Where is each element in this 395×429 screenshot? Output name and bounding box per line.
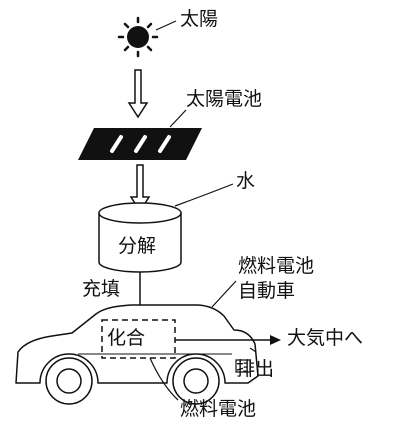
water-leader-line bbox=[174, 183, 234, 207]
solar-cell-leader-line bbox=[169, 109, 187, 128]
combination-label: 化合 bbox=[107, 327, 146, 349]
sun-label: 太陽 bbox=[180, 8, 219, 30]
sun-to-cell-arrow bbox=[127, 69, 149, 119]
solar-cell-label: 太陽電池 bbox=[186, 88, 263, 110]
vehicle-leader-line bbox=[211, 280, 237, 308]
fuel-cell-vehicle-label-line1: 燃料電池 bbox=[238, 255, 315, 277]
sun-leader-line bbox=[155, 20, 177, 31]
solar-panel-icon bbox=[78, 128, 202, 160]
refill-label: 充填 bbox=[82, 278, 121, 300]
water-tank-icon bbox=[98, 202, 182, 273]
fuel-cell-vehicle-label-line2: 自動車 bbox=[238, 280, 296, 302]
exhaust-pipe-icon bbox=[235, 359, 251, 373]
decomposition-label: 分解 bbox=[118, 235, 157, 257]
exhaust-label: 排出 bbox=[236, 358, 275, 380]
sun-icon bbox=[117, 16, 159, 58]
to-atmosphere-arrowhead bbox=[270, 335, 281, 345]
fuel-cell-label: 燃料電池 bbox=[180, 398, 257, 420]
car-icon bbox=[15, 304, 259, 405]
fuel-cell-leader-line bbox=[149, 357, 179, 401]
to-atmosphere-label: 大気中へ bbox=[287, 327, 364, 349]
fuel-cell-dashed-box bbox=[101, 319, 176, 359]
water-label: 水 bbox=[236, 170, 256, 192]
